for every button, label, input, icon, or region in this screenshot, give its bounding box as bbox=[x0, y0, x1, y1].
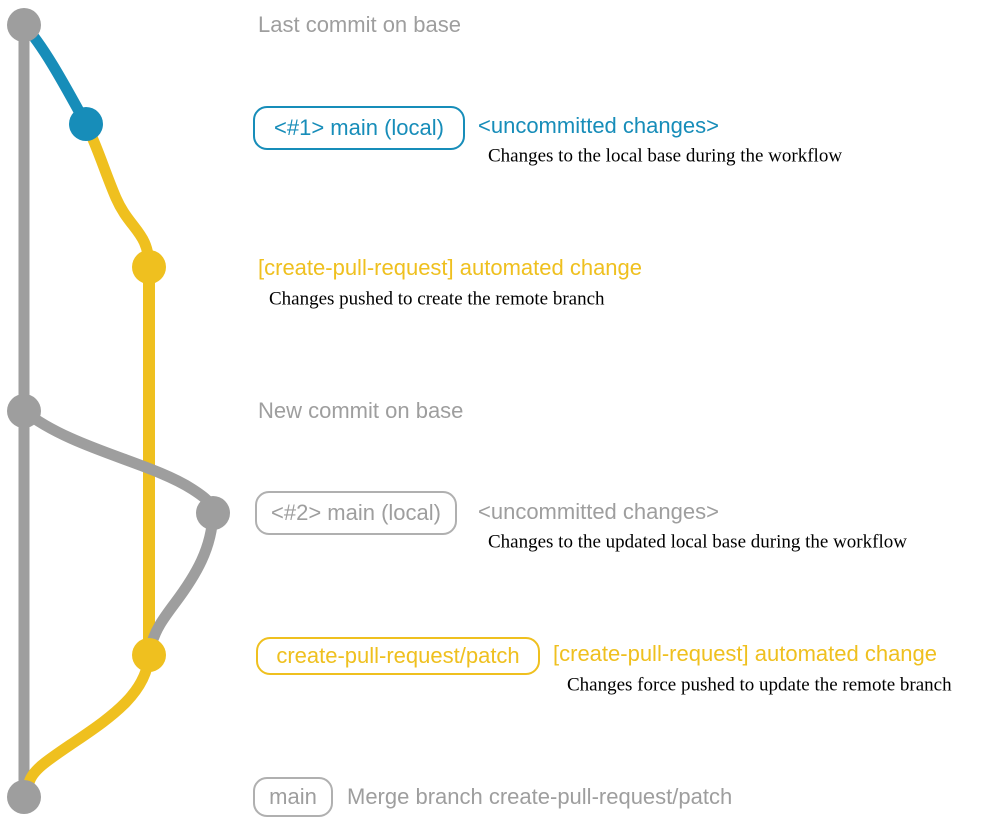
commit-dot-uncommitted-1 bbox=[69, 107, 103, 141]
gray-rebase-curve-in bbox=[145, 507, 219, 652]
status-uncommitted-changes-2: <uncommitted changes> bbox=[478, 498, 719, 524]
commit-dot-automated-1 bbox=[132, 250, 166, 284]
commit-message-automated-change-2: [create-pull-request] automated change bbox=[553, 640, 938, 666]
description-updated-local-base-changes: Changes to the updated local base during… bbox=[488, 531, 907, 553]
label-new-commit-on-base: New commit on base bbox=[258, 397, 464, 423]
commit-dot-last-base bbox=[7, 8, 41, 42]
commit-dot-merge bbox=[7, 780, 41, 814]
description-force-pushed-update-branch: Changes force pushed to update the remot… bbox=[567, 674, 952, 696]
description-local-base-changes: Changes to the local base during the wor… bbox=[488, 145, 843, 167]
branch-badge-main-local-2: <#2> main (local) bbox=[255, 491, 457, 535]
commit-dot-uncommitted-2 bbox=[196, 496, 230, 530]
yellow-branch-curve-top bbox=[80, 118, 155, 273]
blue-branch-curve bbox=[18, 19, 92, 130]
description-pushed-create-branch: Changes pushed to create the remote bran… bbox=[269, 288, 605, 310]
status-uncommitted-changes-1: <uncommitted changes> bbox=[478, 112, 719, 138]
commit-message-merge-branch: Merge branch create-pull-request/patch bbox=[347, 783, 733, 809]
branch-badge-create-pull-request-patch: create-pull-request/patch bbox=[256, 637, 540, 675]
gray-rebase-curve-out bbox=[18, 405, 219, 519]
branch-badge-main: main bbox=[253, 777, 333, 817]
branch-badge-main-local-1: <#1> main (local) bbox=[253, 106, 465, 150]
commit-dot-automated-2 bbox=[132, 638, 166, 672]
commit-message-automated-change-1: [create-pull-request] automated change bbox=[258, 254, 643, 280]
label-last-commit-on-base: Last commit on base bbox=[258, 11, 461, 37]
yellow-merge-curve bbox=[23, 649, 155, 789]
commit-dot-new-base bbox=[7, 394, 41, 428]
